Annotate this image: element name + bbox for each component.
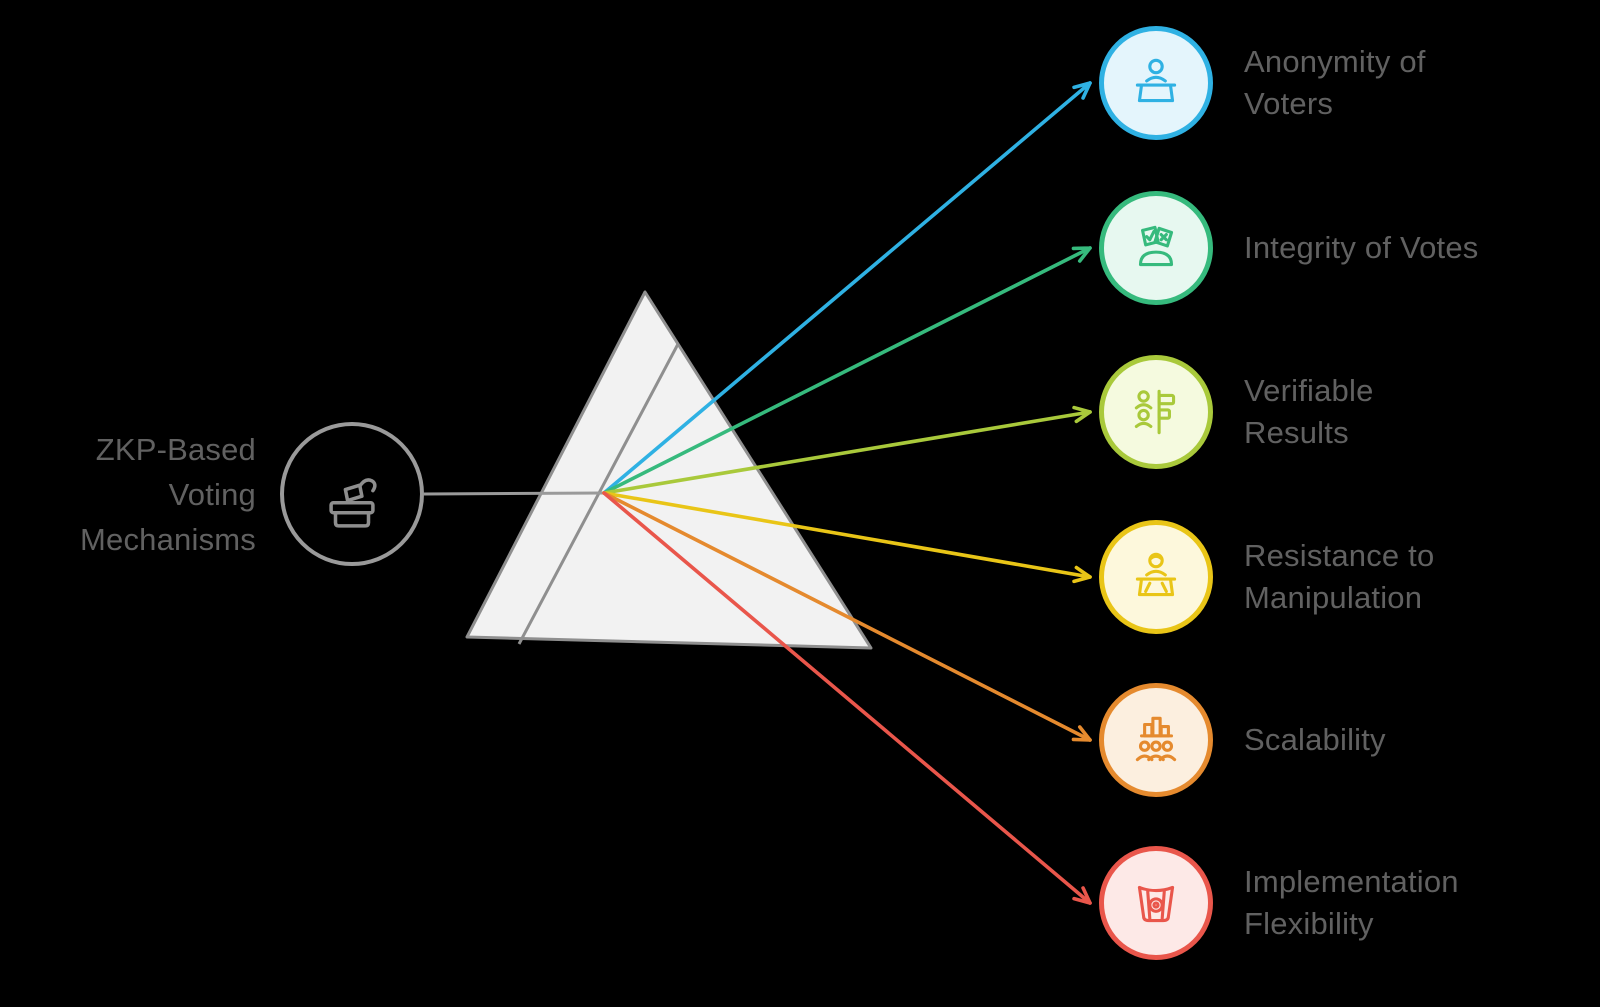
arrowhead [1072,405,1092,424]
benefit-node-resistance-to-manipulation [1099,520,1213,634]
light-ray-anonymity [602,81,1092,495]
prism-triangle [465,290,873,650]
light-ray-flexibility [602,491,1092,905]
light-ray-verifiable [602,405,1092,495]
arrowhead [1072,565,1092,584]
shielded-voter-desk-icon [1135,552,1177,597]
ballots-check-x-icon [1138,225,1174,267]
ballot-box-hand-icon [329,478,377,528]
benefit-label-implementation-flexibility: Implementation Flexibility [1244,864,1459,941]
arrowhead [1071,246,1092,263]
benefit-label-resistance-to-manipulation: Resistance to Manipulation [1244,538,1435,615]
benefit-label-scalability: Scalability [1244,722,1386,757]
benefit-label-verifiable-results: Verifiable Results [1244,373,1374,450]
benefit-node-scalability [1099,683,1213,797]
people-results-list-icon [1134,389,1176,435]
voter-at-booth-icon [1135,58,1177,103]
light-ray-integrity [602,246,1092,495]
source-title: ZKP-Based Voting Mechanisms [80,431,256,557]
arrowhead [1071,725,1092,742]
arrowhead [1072,81,1092,100]
light-ray-resistance [602,491,1092,584]
arrowhead [1072,886,1092,905]
benefit-node-anonymity-of-voters [1099,26,1213,140]
benefit-label-anonymity-of-voters: Anonymity of Voters [1244,44,1426,121]
source-node [280,422,424,566]
benefit-node-verifiable-results [1099,355,1213,469]
benefit-node-implementation-flexibility [1099,846,1213,960]
benefit-node-integrity-of-votes [1099,191,1213,305]
ballot-urn-icon [1137,885,1175,923]
benefit-label-integrity-of-votes: Integrity of Votes [1244,230,1479,265]
light-ray-scalability [602,491,1092,742]
bar-chart-people-icon [1135,716,1177,762]
prism-shape [465,290,873,650]
source-connector-line [423,491,605,496]
